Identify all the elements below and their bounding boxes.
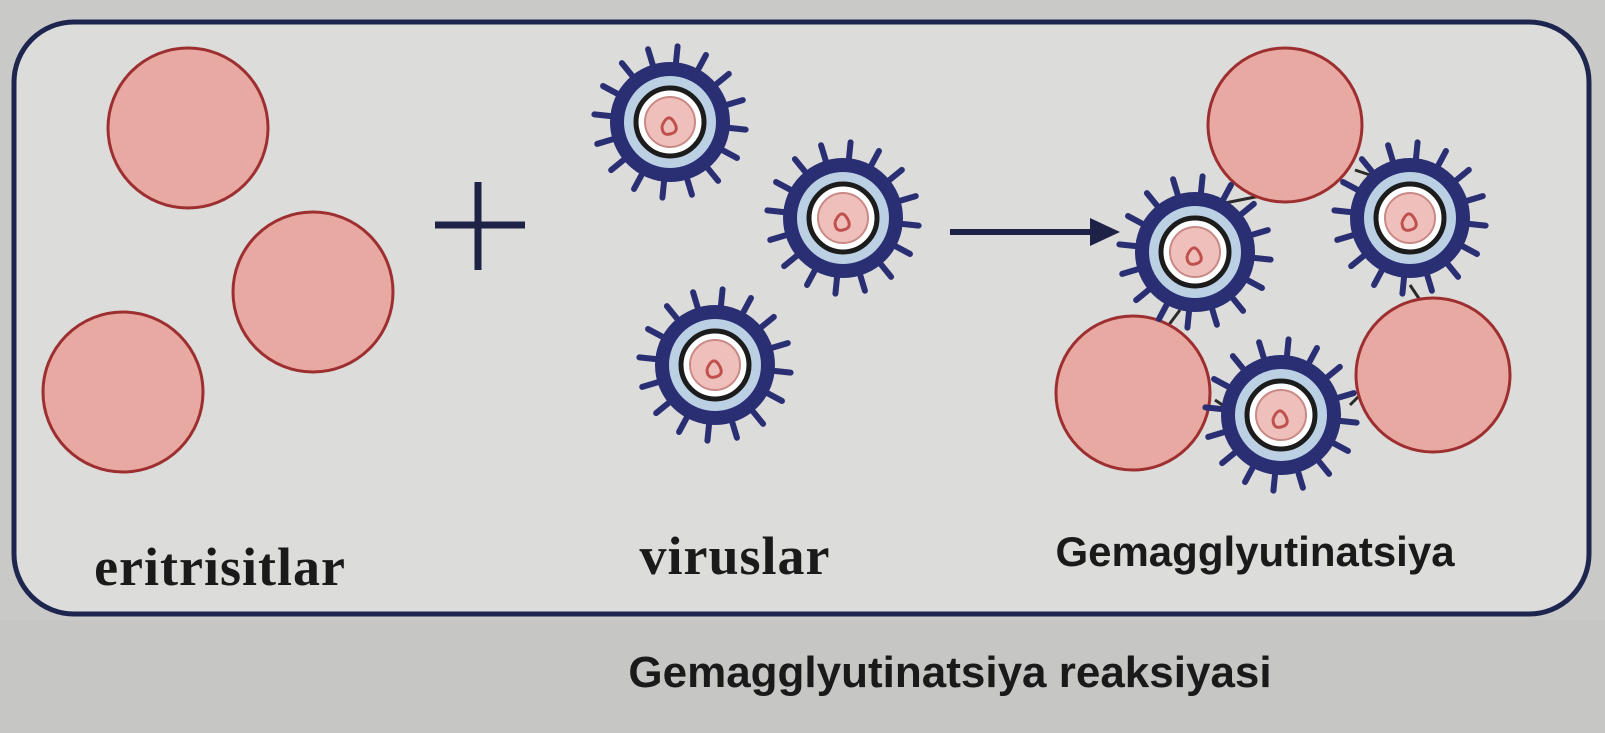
erythrocyte	[1356, 298, 1510, 452]
erythrocyte	[1208, 48, 1362, 202]
erythrocyte	[43, 312, 203, 472]
erythrocyte	[233, 212, 393, 372]
erythrocyte	[108, 48, 268, 208]
erythrocyte	[1056, 316, 1210, 470]
hemagglutination-label: Gemagglyutinatsiya	[1055, 528, 1454, 576]
viruses-label: viruslar	[640, 525, 831, 587]
erythrocytes-label: eritrisitlar	[94, 536, 346, 598]
figure-caption: Gemagglyutinatsiya reaksiyasi	[628, 648, 1271, 698]
